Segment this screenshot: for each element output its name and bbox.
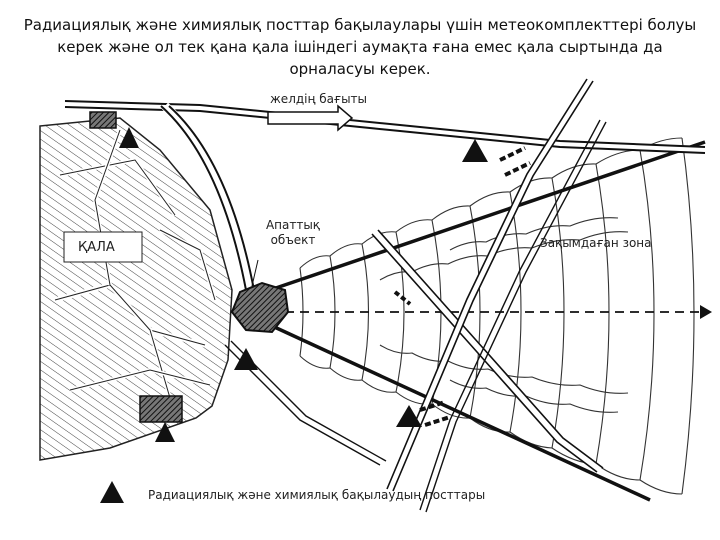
buildings <box>89 111 183 423</box>
post-triangle <box>119 127 139 148</box>
post-triangle <box>155 422 175 442</box>
post-triangle <box>234 348 258 370</box>
diagram-heading: Радиациялық және химиялық посттар бақыла… <box>23 16 697 78</box>
legend-posts-label: Радиациялық және химиялық бақылаудың пос… <box>148 488 486 502</box>
legend-post-triangle <box>100 481 124 503</box>
observation-posts <box>100 127 488 503</box>
wind-direction-arrow <box>267 104 354 132</box>
plume-boundaries <box>269 140 712 502</box>
city-label: ҚАЛА <box>78 240 115 255</box>
contamination-plume <box>299 137 695 495</box>
hazard-object-label: Апаттық объект <box>265 218 321 247</box>
wind-direction-label: желдің бағыты <box>270 92 368 106</box>
hazard-object <box>230 259 290 334</box>
roads <box>64 78 706 513</box>
city-area <box>39 117 233 461</box>
post-triangle <box>396 405 422 427</box>
affected-zone-label: Зақымдаған зона <box>540 236 652 250</box>
post-triangle <box>462 139 488 162</box>
